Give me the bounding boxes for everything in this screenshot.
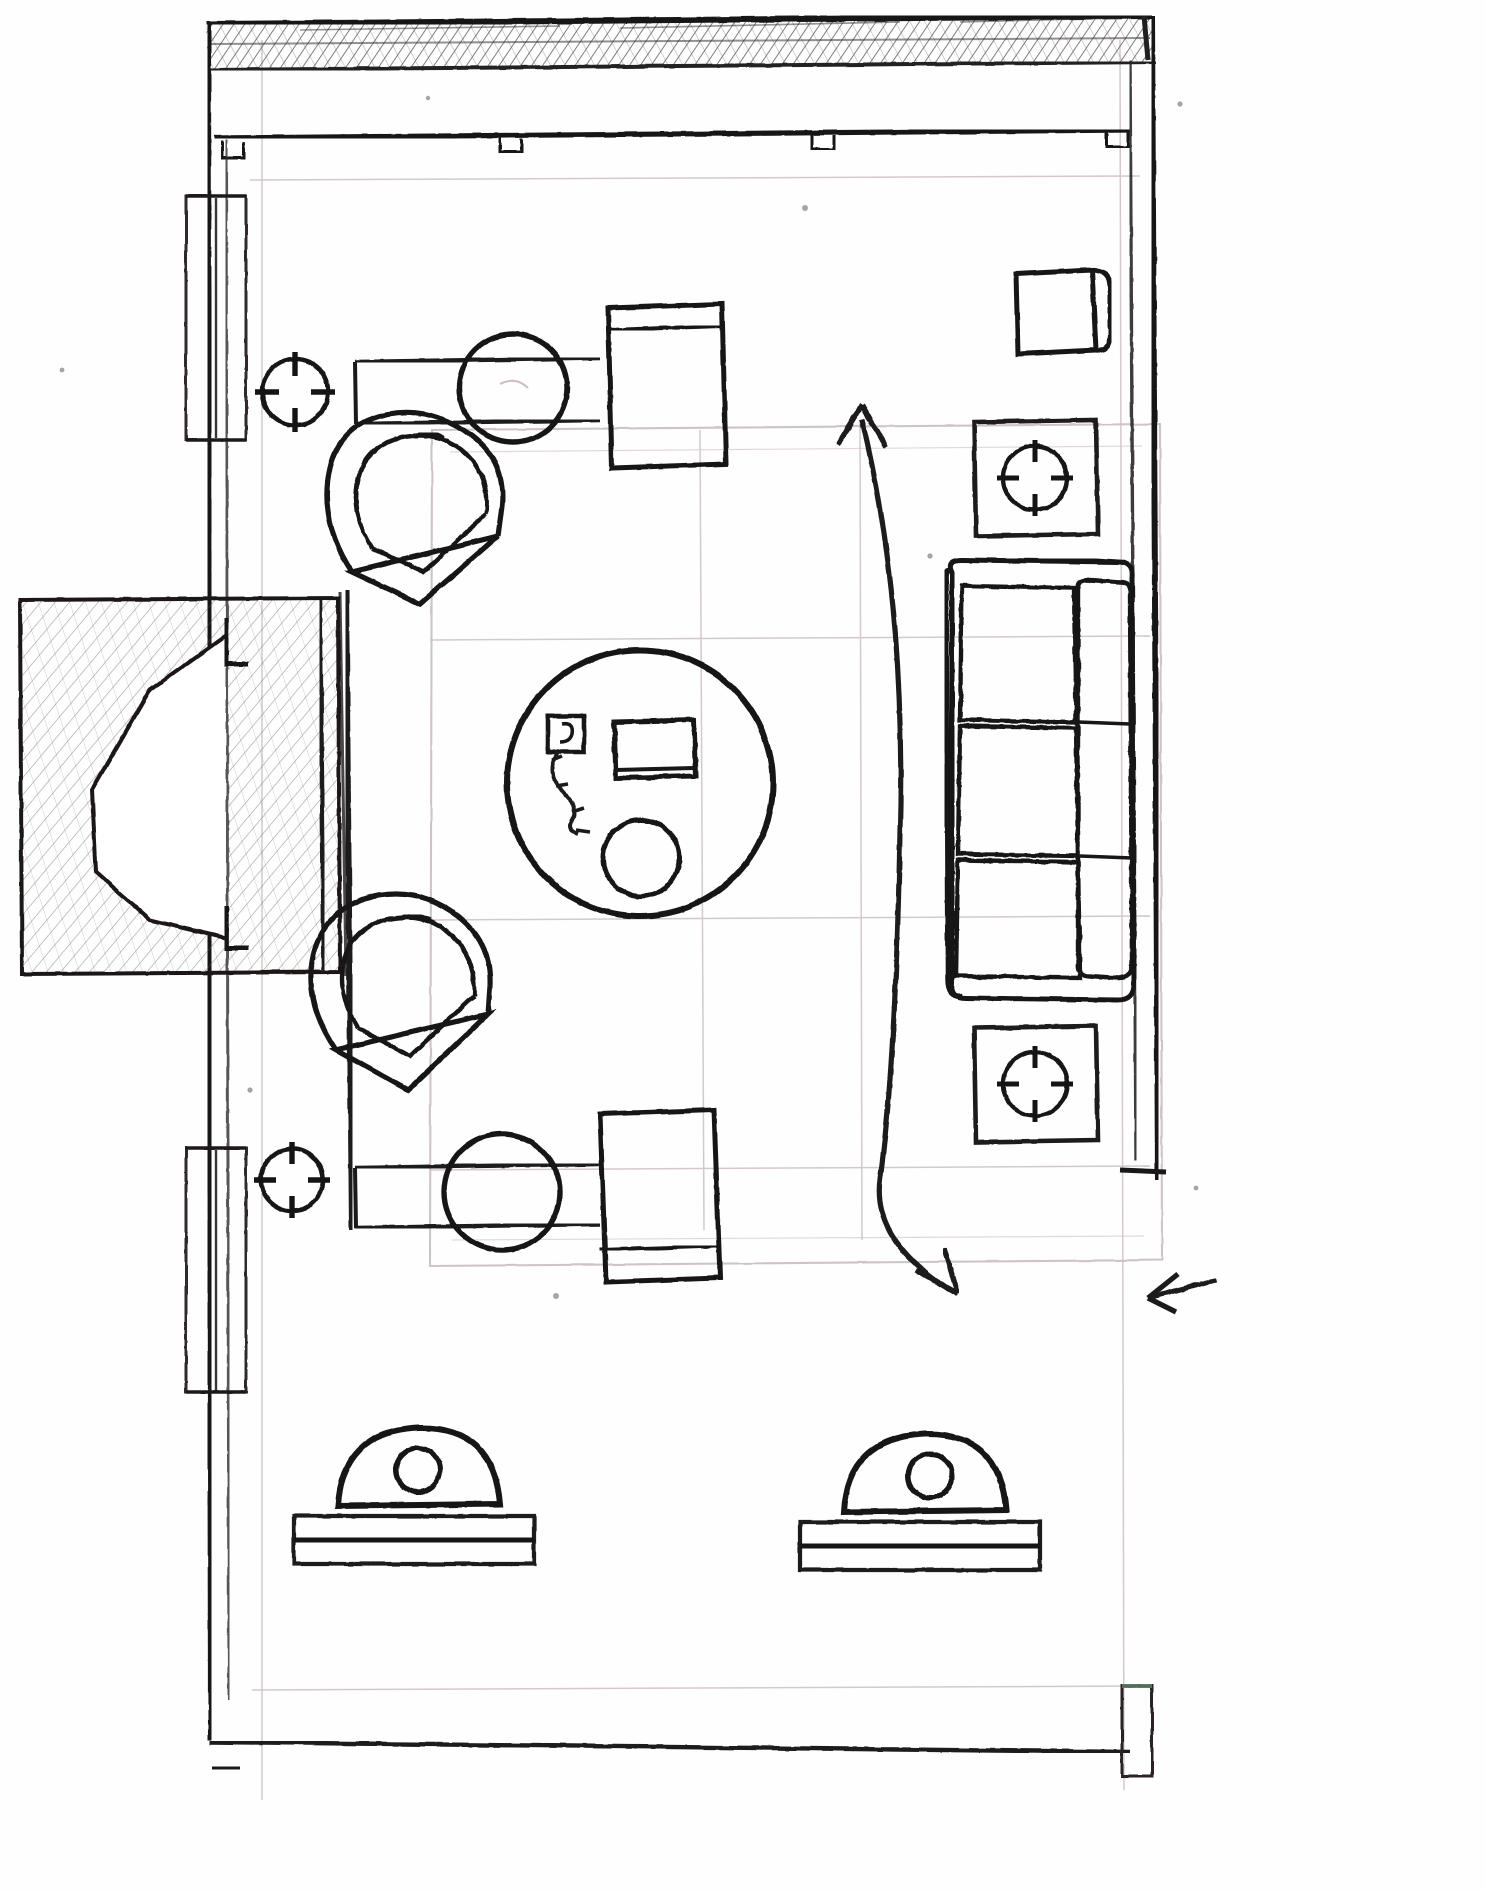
- side-table-upper-right: [971, 417, 1101, 539]
- side-table-lower-right: [971, 1023, 1101, 1145]
- cabinet-upper: [605, 301, 729, 471]
- plant-sprig-accessory: [550, 751, 591, 836]
- bottom-exterior-wall: [209, 1739, 1131, 1770]
- armchair-lower-left: [308, 890, 497, 1094]
- round-coffee-table: [504, 647, 776, 919]
- sofa-three-seat: [942, 556, 1137, 1003]
- floor-lamp-lower-left: [254, 1142, 330, 1218]
- console-table-lower: [353, 1161, 601, 1231]
- armchair-upper-left: [324, 409, 506, 608]
- faint-construction-lines: [249, 39, 1151, 1800]
- stool-top-right: [1013, 267, 1113, 357]
- wall-brackets-top: [220, 131, 1130, 160]
- round-ottoman-lower: [441, 1131, 563, 1253]
- window-upper-left: [184, 194, 248, 442]
- floor-lamp-upper-left: [255, 352, 335, 432]
- top-inner-wall-line: [213, 127, 1131, 141]
- window-lower-left: [184, 1146, 248, 1394]
- entry-arrow: [1146, 1271, 1217, 1315]
- round-ottoman-upper: [456, 331, 570, 445]
- book-stack-accessory: [611, 717, 699, 781]
- window-seat-left: [291, 1424, 537, 1567]
- top-exterior-wall: [205, 13, 1157, 72]
- cabinet-lower: [597, 1107, 723, 1285]
- table-lamp-upper-right: [997, 440, 1073, 516]
- fireplace-masonry: [17, 589, 355, 1231]
- table-lamp-lower-right: [997, 1046, 1073, 1122]
- circulation-arrow-main: [835, 403, 961, 1297]
- paper-specks: [59, 95, 1199, 1299]
- bowl-accessory: [600, 817, 682, 899]
- picture-frame-accessory: [545, 713, 587, 755]
- door-jamb-bottom-right: [1120, 1684, 1154, 1778]
- window-seat-right: [797, 1430, 1043, 1573]
